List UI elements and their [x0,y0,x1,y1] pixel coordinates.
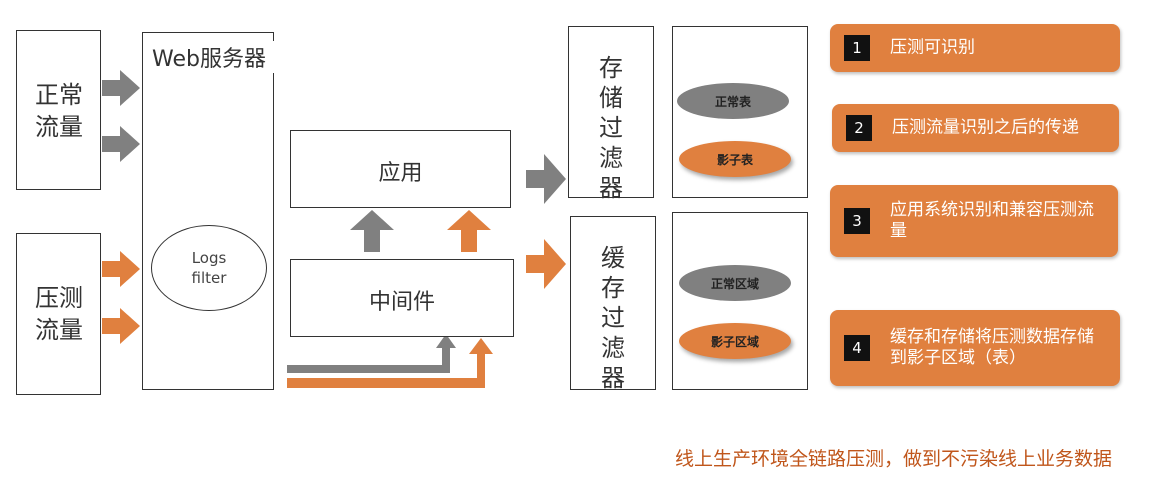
middleware-box: 中间件 [290,259,514,337]
step-3-text: 应用系统识别和兼容压测流量 [890,200,1094,241]
step-4-text: 缓存和存储将压测数据存储到影子区域（表） [890,327,1094,368]
step-1-text: 压测可识别 [890,37,975,58]
bottom-route-orange [287,338,493,388]
cache-regions-box: 正常区域 影子区域 [672,212,808,390]
storage-filter-label: 存储过滤器 [599,54,623,202]
logs-filter-label: Logs filter [191,249,227,287]
step-2: 2 压测流量识别之后的传递 [832,104,1119,152]
normal-region-label: 正常区域 [710,276,759,291]
pressure-traffic-arrow-2 [102,308,140,344]
step-2-number: 2 [846,115,872,141]
mid-to-cache-arrow [526,239,566,289]
storage-tables-box: 正常表 影子表 [672,26,808,198]
mid-to-app-arrow-orange [447,210,491,252]
middleware-label: 中间件 [368,290,435,315]
normal-traffic-label: 正常流量 [35,81,83,141]
normal-table-label: 正常表 [714,94,751,109]
step-3: 3 应用系统识别和兼容压测流量 [830,185,1118,257]
step-4-number: 4 [844,335,870,361]
normal-region-node: 正常区域 [679,265,791,301]
shadow-region-node: 影子区域 [679,323,791,359]
pressure-traffic-box: 压测流量 [16,233,101,395]
shadow-table-node: 影子表 [679,141,791,177]
pressure-traffic-label: 压测流量 [35,284,83,344]
app-to-storage-arrow [526,154,566,204]
step-1: 1 压测可识别 [830,24,1120,72]
shadow-table-label: 影子表 [716,152,753,167]
cache-filter-box: 缓存过滤器 [570,216,656,392]
caption: 线上生产环境全链路压测，做到不污染线上业务数据 [674,448,1112,470]
normal-table-node: 正常表 [677,83,789,119]
web-server-title: Web服务器 [143,41,275,73]
step-2-text: 压测流量识别之后的传递 [892,117,1079,138]
step-3-number: 3 [844,208,870,234]
normal-traffic-arrow-1 [102,70,140,106]
app-label: 应用 [378,161,423,186]
cache-filter-label: 缓存过滤器 [601,244,625,392]
app-box: 应用 [290,130,511,208]
mid-to-app-arrow-gray [350,210,394,252]
storage-filter-box: 存储过滤器 [568,26,654,202]
shadow-region-label: 影子区域 [710,334,759,349]
logs-filter-node: Logs filter [151,225,267,311]
bottom-route-gray [287,334,456,373]
step-1-number: 1 [844,35,870,61]
normal-traffic-arrow-2 [102,126,140,162]
web-server-box: Web服务器 Logs filter [142,32,275,390]
step-4: 4 缓存和存储将压测数据存储到影子区域（表） [830,310,1120,386]
pressure-traffic-arrow-1 [102,251,140,287]
normal-traffic-box: 正常流量 [16,30,101,190]
